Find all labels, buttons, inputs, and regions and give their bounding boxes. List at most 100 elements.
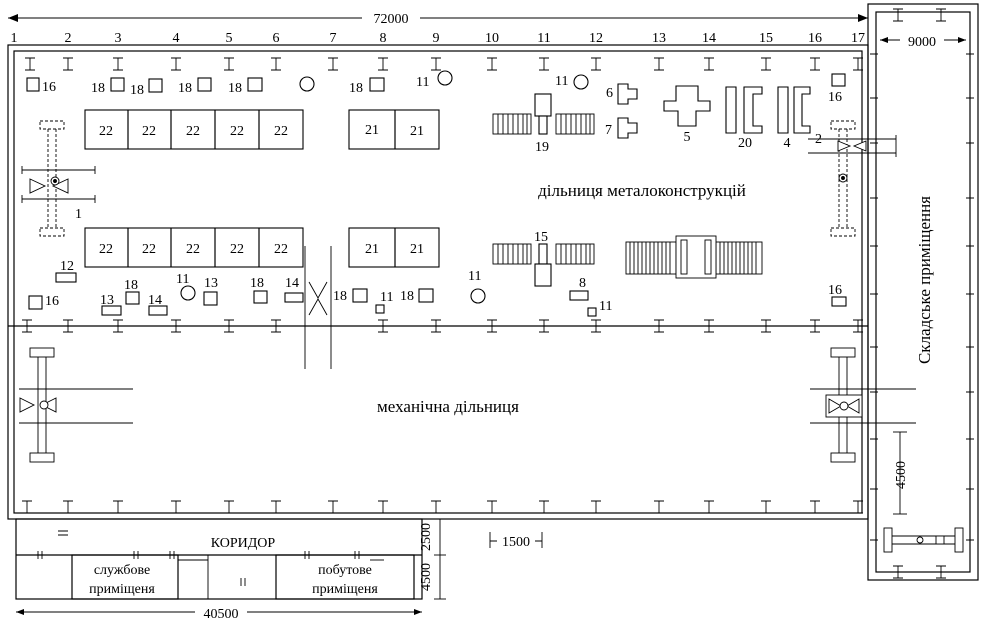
- machine-label: 22: [142, 124, 156, 139]
- machine-label: 7: [605, 123, 612, 138]
- axis-label: 15: [759, 31, 773, 46]
- machine-label: 4: [784, 136, 791, 151]
- axis-label: 12: [589, 31, 603, 46]
- equipment-label: 11: [468, 269, 481, 284]
- equipment-label: 16: [828, 283, 842, 298]
- crane-mech-left: [19, 347, 133, 463]
- columns-bottom: [22, 500, 863, 514]
- crane-2: 2: [808, 120, 897, 237]
- service-block: КОРИДОР службове примiщеня побутове прим…: [15, 518, 446, 622]
- equipment-label: 16: [42, 80, 56, 95]
- axis-labels: 1 2 3 4 5 6 7 8 9 10 11 12 13 14 15 16 1…: [11, 31, 866, 46]
- dimension-warehouse-crane: 4500: [894, 461, 909, 489]
- axis-label: 8: [380, 31, 387, 46]
- machine-label: 6: [606, 86, 613, 101]
- axis-label: 11: [537, 31, 550, 46]
- equipment-label: 18: [91, 81, 105, 96]
- dimension-rooms: 4500: [419, 563, 434, 591]
- axis-label: 1: [11, 31, 18, 46]
- equipment-label: 16: [45, 294, 59, 309]
- equipment-16-right: 16: [828, 73, 846, 105]
- axis-label: 17: [851, 31, 865, 46]
- crane-mech-right: [810, 347, 916, 463]
- household-label-line2: примiщеня: [312, 582, 378, 597]
- axis-label: 14: [702, 31, 716, 46]
- equipment-label: 16: [828, 90, 842, 105]
- area-label-metal: дільниця металоконструкцій: [538, 181, 746, 200]
- equipment-label: 18: [400, 289, 414, 304]
- machine-label: 21: [410, 242, 424, 257]
- equipment-label: 11: [599, 299, 612, 314]
- machine-label: 21: [365, 123, 379, 138]
- dimension-overall-label: 72000: [374, 12, 409, 27]
- crane-label: 2: [815, 132, 822, 147]
- dimension-corridor: 2500: [419, 523, 434, 551]
- equipment-label: 18: [130, 83, 144, 98]
- axis-label: 5: [226, 31, 233, 46]
- machine-label: 22: [230, 242, 244, 257]
- crane-1: 1: [21, 120, 96, 237]
- equipment-label: 8: [579, 276, 586, 291]
- machine-label: 15: [534, 230, 548, 245]
- machines-6-7: 6 7: [605, 83, 638, 139]
- area-label-warehouse: Складське приміщення: [915, 196, 934, 364]
- dimension-span-label: 1500: [502, 535, 530, 550]
- household-label-line1: побутове: [318, 563, 372, 578]
- machine-label: 22: [230, 124, 244, 139]
- machine-label: 21: [365, 242, 379, 257]
- equipment-label: 11: [416, 75, 429, 90]
- equipment-label: 18: [349, 81, 363, 96]
- dimension-overall: 72000: [8, 9, 868, 27]
- equipment-label: 18: [124, 278, 138, 293]
- equipment-lower-middle: 18 11 18 11 8 11 16: [333, 269, 847, 317]
- machine-label: 5: [684, 130, 691, 145]
- machine-label: 22: [186, 124, 200, 139]
- axis-label: 13: [652, 31, 666, 46]
- machine-label: 19: [535, 140, 549, 155]
- equipment-label: 11: [176, 272, 189, 287]
- office-label-line1: службове: [94, 563, 150, 578]
- machine-label: 20: [738, 136, 752, 151]
- dimension-service-length: 40500: [204, 607, 239, 622]
- machines-21-top: 21 21: [348, 109, 440, 150]
- axis-label: 9: [433, 31, 440, 46]
- axis-label: 10: [485, 31, 499, 46]
- machine-label: 22: [186, 242, 200, 257]
- machine-label: 22: [99, 242, 113, 257]
- equipment-label: 13: [100, 293, 114, 308]
- machine-label: 22: [142, 242, 156, 257]
- equipment-label: 11: [555, 74, 568, 89]
- machine-label: 22: [274, 124, 288, 139]
- axis-label: 3: [115, 31, 122, 46]
- equipment-label: 18: [178, 81, 192, 96]
- machine-20: 20: [725, 86, 763, 151]
- machines-22-top: 22 22 22 22 22: [84, 109, 304, 150]
- axis-label: 7: [330, 31, 337, 46]
- dimension-warehouse-width: 9000: [908, 35, 936, 50]
- machine-label: 22: [99, 124, 113, 139]
- machine-label: 22: [274, 242, 288, 257]
- axis-label: 4: [173, 31, 180, 46]
- crane-label: 1: [75, 207, 82, 222]
- axis-label: 6: [273, 31, 280, 46]
- roller-machine: [625, 235, 763, 279]
- machine-19: 19: [492, 93, 595, 155]
- machine-15: 15: [492, 230, 595, 287]
- area-label-mech: механічна дільниця: [377, 397, 519, 416]
- machine-label: 21: [410, 124, 424, 139]
- warehouse: 9000 Складське приміщення 4500: [867, 3, 979, 581]
- equipment-lower-left: 12 16 18 13 14 11 13 18 14: [28, 259, 304, 316]
- equipment-label: 11: [380, 290, 393, 305]
- machine-5: 5: [663, 85, 711, 145]
- machines-22-lower: 22 22 22 22 22: [84, 227, 304, 268]
- machine-4: 4: [777, 86, 811, 151]
- crane-center: [304, 246, 332, 369]
- equipment-label: 12: [60, 259, 74, 274]
- equipment-label: 18: [228, 81, 242, 96]
- axis-label: 2: [65, 31, 72, 46]
- equipment-label: 18: [250, 276, 264, 291]
- axis-label: 16: [808, 31, 822, 46]
- equipment-label: 14: [285, 276, 299, 291]
- dimension-span: 1500: [489, 532, 543, 550]
- corridor-label: КОРИДОР: [211, 536, 276, 551]
